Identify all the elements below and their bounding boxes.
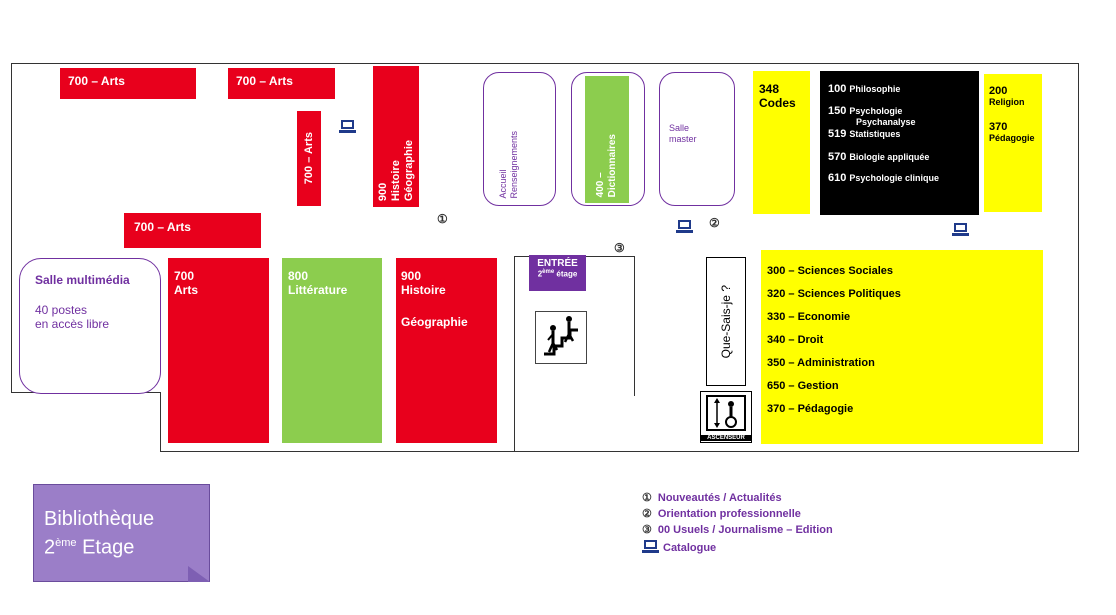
computer-icon [676, 220, 693, 234]
section-label: 700 – Arts [303, 132, 315, 185]
list-item: 330 – Economie [767, 311, 851, 323]
salle-master-label: Salle [669, 123, 690, 133]
accueil-label: Accueil [498, 169, 508, 199]
wall-left [11, 63, 12, 393]
list-item: 300 – Sciences Sociales [767, 265, 893, 277]
section-label: 700 – Arts [68, 74, 125, 88]
list-item: 570 Biologie appliquée [828, 151, 930, 163]
wall-right [1078, 63, 1079, 452]
section-number: 370 [989, 121, 1008, 133]
wall-step [160, 392, 161, 452]
salle-master-label: master [669, 134, 697, 144]
list-item: 650 – Gestion [767, 380, 839, 392]
elevator-label: ASCENSEUR [701, 435, 751, 441]
elevator-icon: ASCENSEUR [700, 391, 752, 443]
marker-three: ③ [614, 241, 625, 255]
salle-multimedia-text: en accès libre [35, 317, 110, 331]
section-label: Histoire [401, 283, 446, 297]
legend-item: Catalogue [642, 540, 962, 556]
entrance-wall-left [514, 256, 515, 452]
list-item: 150 Psychologie Psychanalyse [828, 105, 916, 128]
section-arts-top-mid: 700 – Arts [228, 68, 335, 99]
section-codes: 348 Codes [753, 71, 810, 214]
section-number: 400 – [595, 171, 606, 197]
section-label: Pédagogie [989, 133, 1035, 143]
list-item: 100 Philosophie [828, 83, 901, 95]
section-label: Codes [759, 96, 796, 110]
section-label: Dictionnaires [607, 133, 618, 197]
section-arts-top-left: 700 – Arts [60, 68, 196, 99]
list-item: 320 – Sciences Politiques [767, 288, 901, 300]
section-que-sais-je: Que-Sais-je ? [706, 257, 746, 386]
section-histoire-vertical: 900 Histoire Géographie [373, 66, 419, 207]
section-number: 700 [174, 269, 195, 283]
section-label: 700 – Arts [134, 220, 191, 234]
wall-bottom [160, 451, 1079, 452]
list-item: 610 Psychologie clinique [828, 172, 939, 184]
section-label: Histoire [389, 160, 402, 201]
section-label: Religion [989, 97, 1025, 107]
salle-multimedia: Salle multimédia 40 postes en accès libr… [19, 258, 161, 394]
marker-one: ① [437, 212, 448, 226]
section-arts-bottom: 700 Arts [168, 258, 269, 443]
section-dictionnaires: 400 – Dictionnaires [585, 76, 629, 203]
salle-multimedia-title: Salle multimédia [35, 273, 130, 287]
section-label: Arts [174, 283, 199, 297]
accueil-label: Renseignements [509, 131, 519, 199]
section-histoire-bottom: 900 Histoire Géographie [396, 258, 497, 443]
computer-icon [339, 120, 356, 134]
section-number: 900 [376, 182, 389, 201]
section-religion: 200 Religion 370 Pédagogie [984, 74, 1042, 212]
title-card: Bibliothèque 2ème Etage [33, 484, 210, 582]
section-label: Géographie [401, 315, 468, 329]
section-number: 200 [989, 85, 1008, 97]
page-title: Bibliothèque [44, 508, 155, 530]
section-sciences: 300 – Sciences Sociales 320 – Sciences P… [761, 250, 1043, 444]
entrance-label: ENTRÉE 2ème étage [529, 255, 586, 291]
section-philosophie-block: 100 Philosophie 150 Psychologie Psychana… [820, 71, 979, 215]
list-item: 519 Statistiques [828, 128, 901, 140]
entrance-wall-right [634, 256, 635, 396]
page-subtitle: 2ème Etage [44, 536, 135, 559]
list-item: 340 – Droit [767, 334, 824, 346]
marker-two: ② [709, 216, 720, 230]
section-arts-left-mid: 700 – Arts [124, 213, 261, 248]
section-number: 900 [401, 269, 422, 283]
wall-top [11, 63, 1079, 64]
section-number: 348 [759, 82, 780, 96]
section-label: Littérature [288, 283, 348, 297]
computer-icon [952, 223, 969, 237]
salle-multimedia-text: 40 postes [35, 303, 88, 317]
section-label: Géographie [402, 139, 415, 201]
salle-master: Salle master [659, 72, 735, 206]
accueil-desk: Accueil Renseignements [483, 72, 556, 206]
stairs-icon [535, 311, 587, 364]
section-arts-vertical: 700 – Arts [297, 111, 321, 206]
computer-icon [642, 540, 659, 554]
section-label: 700 – Arts [236, 74, 293, 88]
list-item: 350 – Administration [767, 357, 875, 369]
section-litterature: 800 Littérature [282, 258, 382, 443]
list-item: 370 – Pédagogie [767, 403, 854, 415]
section-number: 800 [288, 269, 309, 283]
